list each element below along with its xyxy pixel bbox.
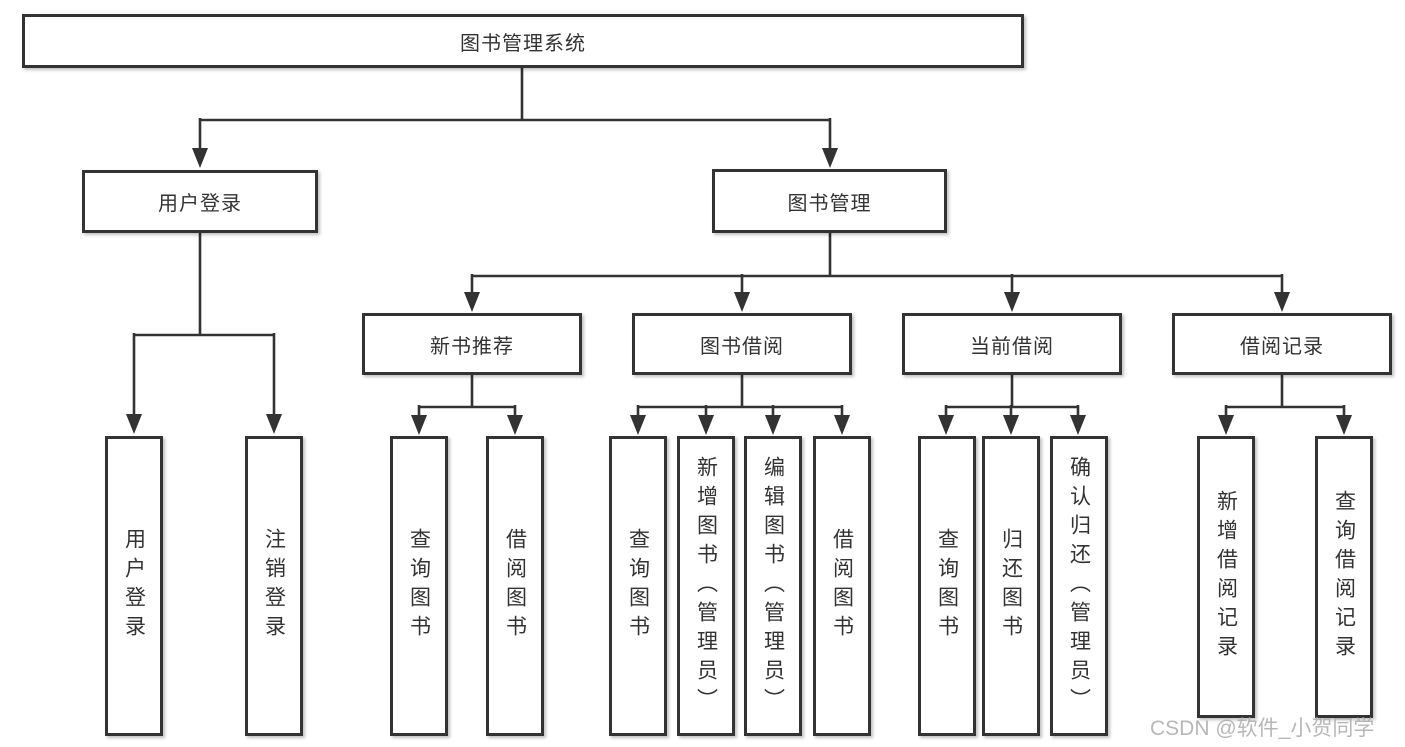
leaf-logout: 注销登录 bbox=[245, 436, 303, 736]
leaf-user-login-label: 用户登录 bbox=[122, 528, 146, 644]
node-user-login: 用户登录 bbox=[82, 170, 318, 233]
node-user-login-label: 用户登录 bbox=[158, 193, 242, 215]
leaf-query-borrow-record-label: 查询借阅记录 bbox=[1332, 490, 1356, 664]
leaf-edit-books-admin-label: 编辑图书（管理员） bbox=[761, 455, 785, 717]
leaf-borrow-books-2: 借阅图书 bbox=[813, 436, 871, 736]
node-book-management: 图书管理 bbox=[712, 169, 947, 233]
node-book-borrow: 图书借阅 bbox=[632, 313, 852, 375]
node-root: 图书管理系统 bbox=[22, 14, 1024, 68]
leaf-borrow-books-1: 借阅图书 bbox=[486, 436, 544, 736]
leaf-user-login: 用户登录 bbox=[105, 436, 163, 736]
node-book-management-label: 图书管理 bbox=[787, 192, 872, 215]
node-book-borrow-label: 图书借阅 bbox=[700, 335, 784, 358]
leaf-confirm-return-admin-label: 确认归还（管理员） bbox=[1067, 455, 1091, 717]
leaf-query-books-2-label: 查询图书 bbox=[626, 528, 650, 644]
leaf-edit-books-admin: 编辑图书（管理员） bbox=[744, 436, 802, 736]
node-new-book-recommend: 新书推荐 bbox=[362, 313, 582, 375]
leaf-query-books-2: 查询图书 bbox=[609, 436, 667, 736]
leaf-add-books-admin-label: 新增图书（管理员） bbox=[694, 455, 718, 717]
leaf-return-books-label: 归还图书 bbox=[999, 528, 1023, 644]
leaf-confirm-return-admin: 确认归还（管理员） bbox=[1050, 436, 1108, 736]
leaf-query-books-1-label: 查询图书 bbox=[407, 528, 431, 644]
leaf-query-books-1: 查询图书 bbox=[390, 436, 448, 736]
connector-segments bbox=[132, 66, 1346, 417]
leaf-query-books-3: 查询图书 bbox=[918, 436, 976, 736]
node-new-book-recommend-label: 新书推荐 bbox=[430, 335, 514, 358]
leaf-add-books-admin: 新增图书（管理员） bbox=[677, 436, 735, 736]
node-root-label: 图书管理系统 bbox=[460, 32, 586, 55]
leaf-add-borrow-record: 新增借阅记录 bbox=[1197, 436, 1255, 718]
leaf-return-books: 归还图书 bbox=[982, 436, 1040, 736]
leaf-borrow-books-2-label: 借阅图书 bbox=[830, 528, 854, 644]
leaf-query-borrow-record: 查询借阅记录 bbox=[1315, 436, 1373, 718]
leaf-add-borrow-record-label: 新增借阅记录 bbox=[1214, 490, 1238, 664]
node-current-borrow: 当前借阅 bbox=[902, 313, 1122, 375]
arrowheads bbox=[126, 148, 1352, 435]
watermark: CSDN @软件_小贺同学 bbox=[1150, 717, 1375, 740]
node-borrow-record: 借阅记录 bbox=[1172, 313, 1392, 375]
leaf-query-books-3-label: 查询图书 bbox=[935, 528, 959, 644]
node-borrow-record-label: 借阅记录 bbox=[1240, 335, 1324, 358]
leaf-logout-label: 注销登录 bbox=[262, 528, 286, 644]
node-current-borrow-label: 当前借阅 bbox=[970, 335, 1054, 358]
leaf-borrow-books-1-label: 借阅图书 bbox=[503, 528, 527, 644]
